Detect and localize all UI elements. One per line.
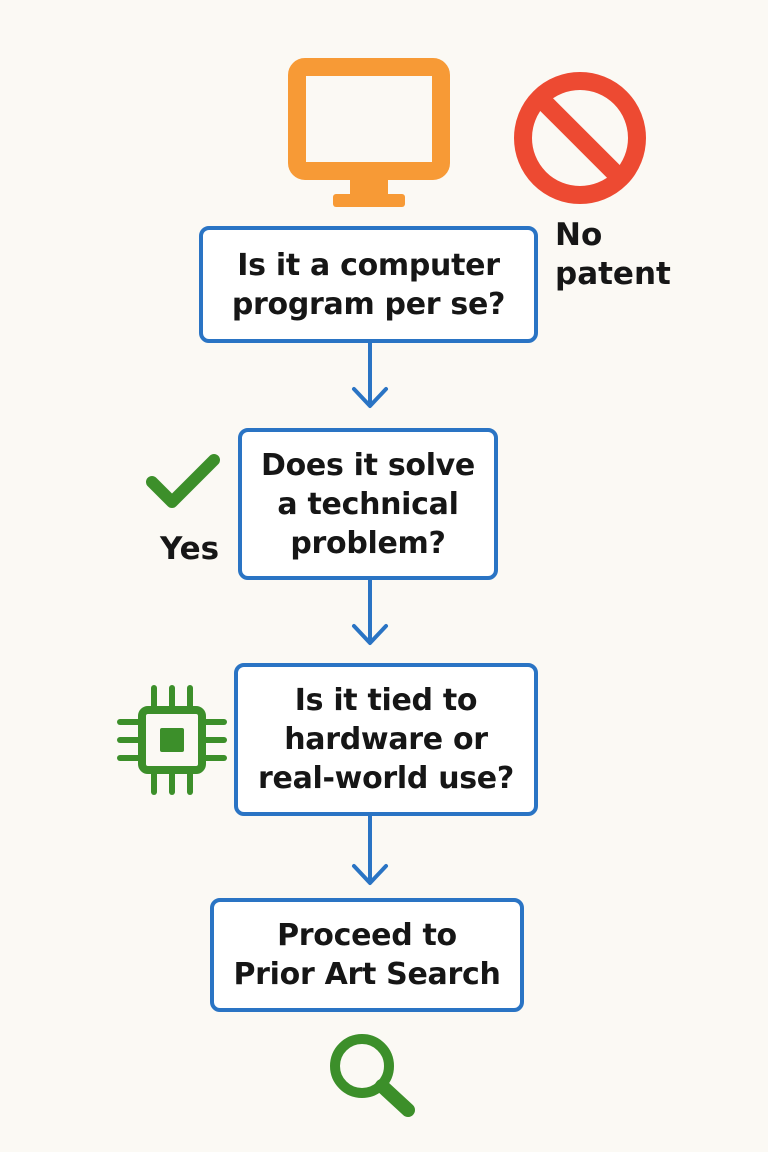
magnifying-glass-icon [330, 1034, 415, 1117]
step-2-line-2: a technical [277, 486, 459, 522]
yes-label: Yes [160, 531, 220, 567]
connector-arrow-3 [352, 816, 388, 885]
microchip-icon [117, 685, 227, 795]
step-box-computer-program: Is it a computer program per se? [199, 226, 538, 343]
no-patent-label-line-1: No [555, 217, 603, 253]
step-3-line-2: hardware or [284, 722, 488, 757]
step-1-line-1: Is it a computer [237, 247, 500, 283]
step-2-line-3: problem? [290, 525, 446, 561]
prohibited-icon [514, 72, 646, 204]
step-4-line-1: Proceed to [277, 918, 457, 953]
no-patent-label-line-2: patent [555, 256, 671, 292]
connector-arrow-2 [352, 580, 388, 645]
no-patent-label: No patent [555, 216, 671, 294]
step-3-line-3: real-world use? [258, 761, 514, 796]
step-1-line-2: program per se? [231, 286, 506, 322]
step-box-technical-problem: Does it solve a technical problem? [238, 428, 498, 580]
step-4-line-2: Prior Art Search [233, 957, 501, 992]
step-box-prior-art-search: Proceed to Prior Art Search [210, 898, 524, 1012]
computer-monitor-icon [288, 58, 450, 207]
connector-arrow-1 [352, 343, 388, 408]
step-3-line-1: Is it tied to [294, 683, 478, 718]
checkmark-icon [146, 454, 220, 508]
step-box-hardware-use: Is it tied to hardware or real-world use… [234, 663, 538, 816]
step-2-line-1: Does it solve [261, 447, 475, 483]
